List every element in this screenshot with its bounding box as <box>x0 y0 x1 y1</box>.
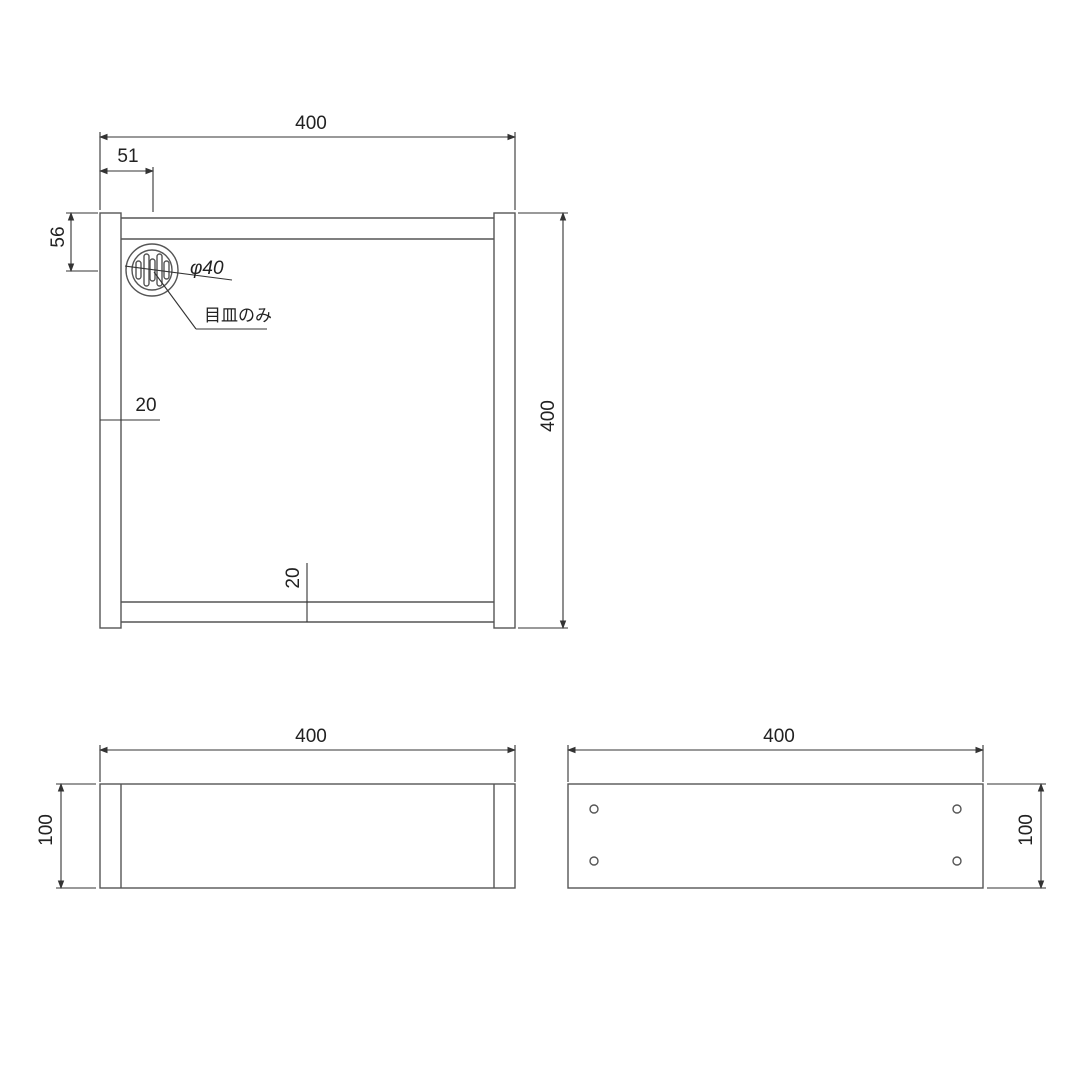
side-frame-label: 20 <box>135 395 156 416</box>
side-view: 400 100 <box>566 726 1046 890</box>
front-width-label: 400 <box>295 726 327 747</box>
side-height-label: 100 <box>1016 814 1037 846</box>
plan-view: 400 51 56 φ40 目皿のみ 20 20 <box>48 113 568 630</box>
drain-diameter-label: φ40 <box>190 258 224 279</box>
side-width-label: 400 <box>763 726 795 747</box>
front-height-label: 100 <box>36 814 57 846</box>
drain-offset-x-label: 51 <box>117 146 138 167</box>
plan-height-label: 400 <box>538 400 559 432</box>
front-view: 400 100 <box>36 726 517 890</box>
plan-width-label: 400 <box>295 113 327 134</box>
right-post <box>493 212 516 629</box>
drain-note: 目皿のみ <box>204 306 272 326</box>
bottom-frame-label: 20 <box>283 567 304 588</box>
drain-offset-y-label: 56 <box>48 226 69 247</box>
